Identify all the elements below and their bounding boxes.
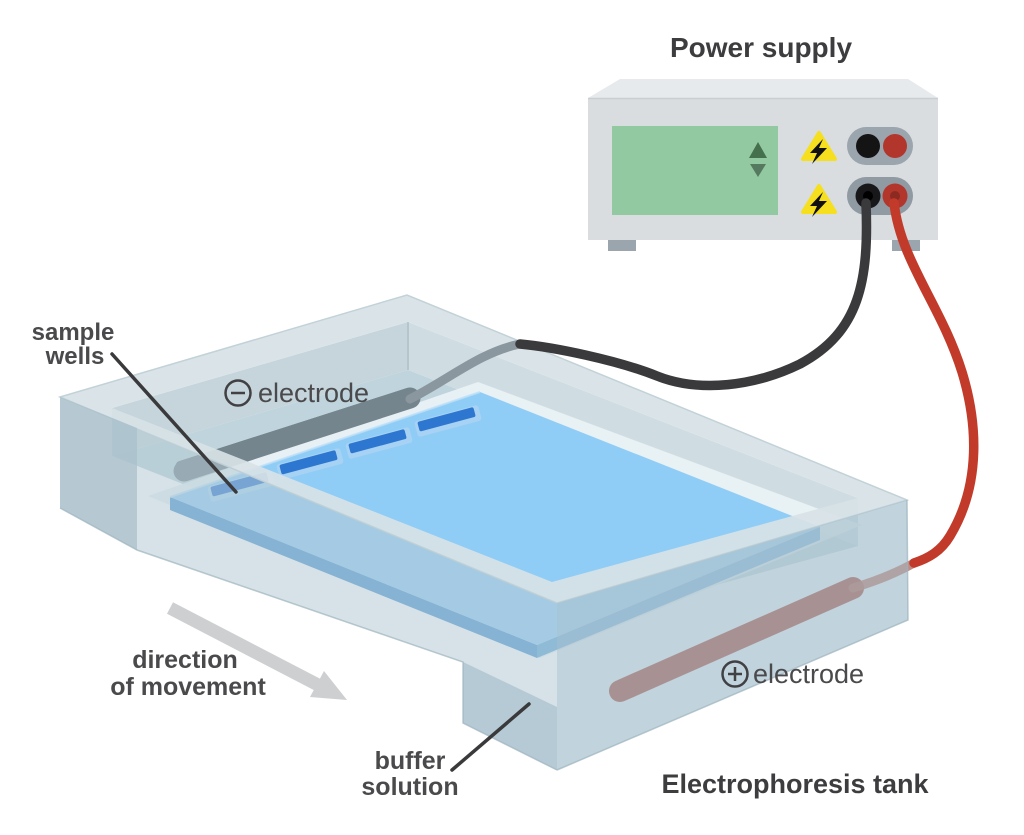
- sample-well: [276, 448, 344, 480]
- buffer-solution-label-line2: solution: [361, 773, 458, 801]
- sample-wells-label-line2: wells: [45, 343, 105, 370]
- tank-rim-top: [60, 295, 907, 603]
- red-wire: [889, 198, 979, 568]
- up-arrow-icon[interactable]: [749, 142, 767, 158]
- buffer-solution-label-line1: buffer: [375, 747, 446, 775]
- positive-electrode-rod: [609, 577, 864, 702]
- tank-inner-wall-left: [112, 322, 408, 456]
- sample-well: [345, 427, 413, 459]
- tank-body: [60, 397, 908, 770]
- power-supply-screen: [612, 126, 778, 215]
- high-voltage-warning-icon: [801, 131, 837, 164]
- direction-label-line1: direction: [132, 646, 238, 674]
- output-terminals-top: [847, 127, 913, 165]
- tank-leg-outline: [59, 507, 558, 771]
- negative-electrode-label: electrode: [258, 378, 369, 408]
- power-supply-foot-left: [608, 240, 636, 251]
- tank-left-leg-face: [60, 397, 137, 550]
- positive-lead-wire: [848, 558, 919, 593]
- red-port[interactable]: [883, 134, 907, 158]
- output-terminals-bottom: [847, 177, 913, 215]
- positive-electrode-label: electrode: [753, 659, 864, 689]
- sample-wells-pointer-line: [110, 352, 238, 494]
- minus-circle-icon: [224, 379, 252, 407]
- negative-lead-wire: [405, 339, 525, 404]
- tank-front-leg-face: [463, 662, 557, 770]
- buffer-solution-pointer-line: [450, 702, 531, 772]
- down-arrow-icon[interactable]: [750, 164, 766, 177]
- sample-well: [414, 405, 482, 437]
- sample-wells-label-line1: sample: [32, 319, 115, 346]
- black-port[interactable]: [856, 134, 880, 158]
- tank-title: Electrophoresis tank: [661, 769, 929, 799]
- power-supply-unit: [588, 79, 938, 251]
- electrophoresis-tank: [57, 294, 919, 771]
- black-wire: [515, 198, 872, 391]
- high-voltage-warning-icon: [801, 184, 837, 217]
- power-supply-title: Power supply: [670, 32, 852, 63]
- plus-circle-icon: [721, 660, 749, 688]
- direction-label-line2: of movement: [110, 673, 266, 701]
- power-supply-top-face: [588, 79, 938, 98]
- lightning-bolt-icon: [810, 192, 827, 217]
- tank-body-outline: [556, 499, 909, 771]
- direction-arrow-icon: [167, 602, 347, 700]
- tank-right-wall: [557, 500, 908, 770]
- lightning-bolt-icon: [810, 139, 827, 164]
